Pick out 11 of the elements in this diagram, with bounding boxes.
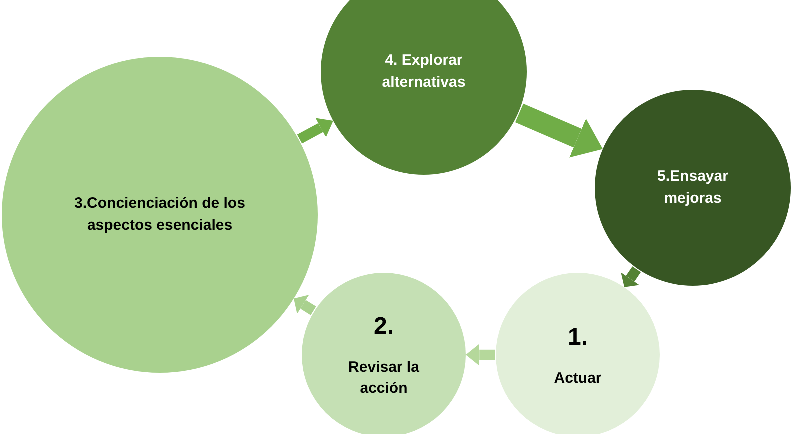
step-label: Revisar la acción bbox=[348, 358, 420, 400]
step-label: 5.Ensayar mejoras bbox=[656, 167, 730, 209]
step-label: 4. Explorar alternativas bbox=[381, 51, 467, 93]
step-number: 2. bbox=[374, 312, 394, 342]
arrow bbox=[515, 104, 603, 158]
step-number: 1. bbox=[568, 322, 588, 353]
step-label: 3.Concienciación de los aspectos esenciales bbox=[74, 194, 246, 236]
arrow bbox=[466, 344, 495, 366]
arrow bbox=[294, 295, 316, 316]
step-label: Actuar bbox=[554, 368, 602, 389]
arrow bbox=[297, 118, 334, 144]
